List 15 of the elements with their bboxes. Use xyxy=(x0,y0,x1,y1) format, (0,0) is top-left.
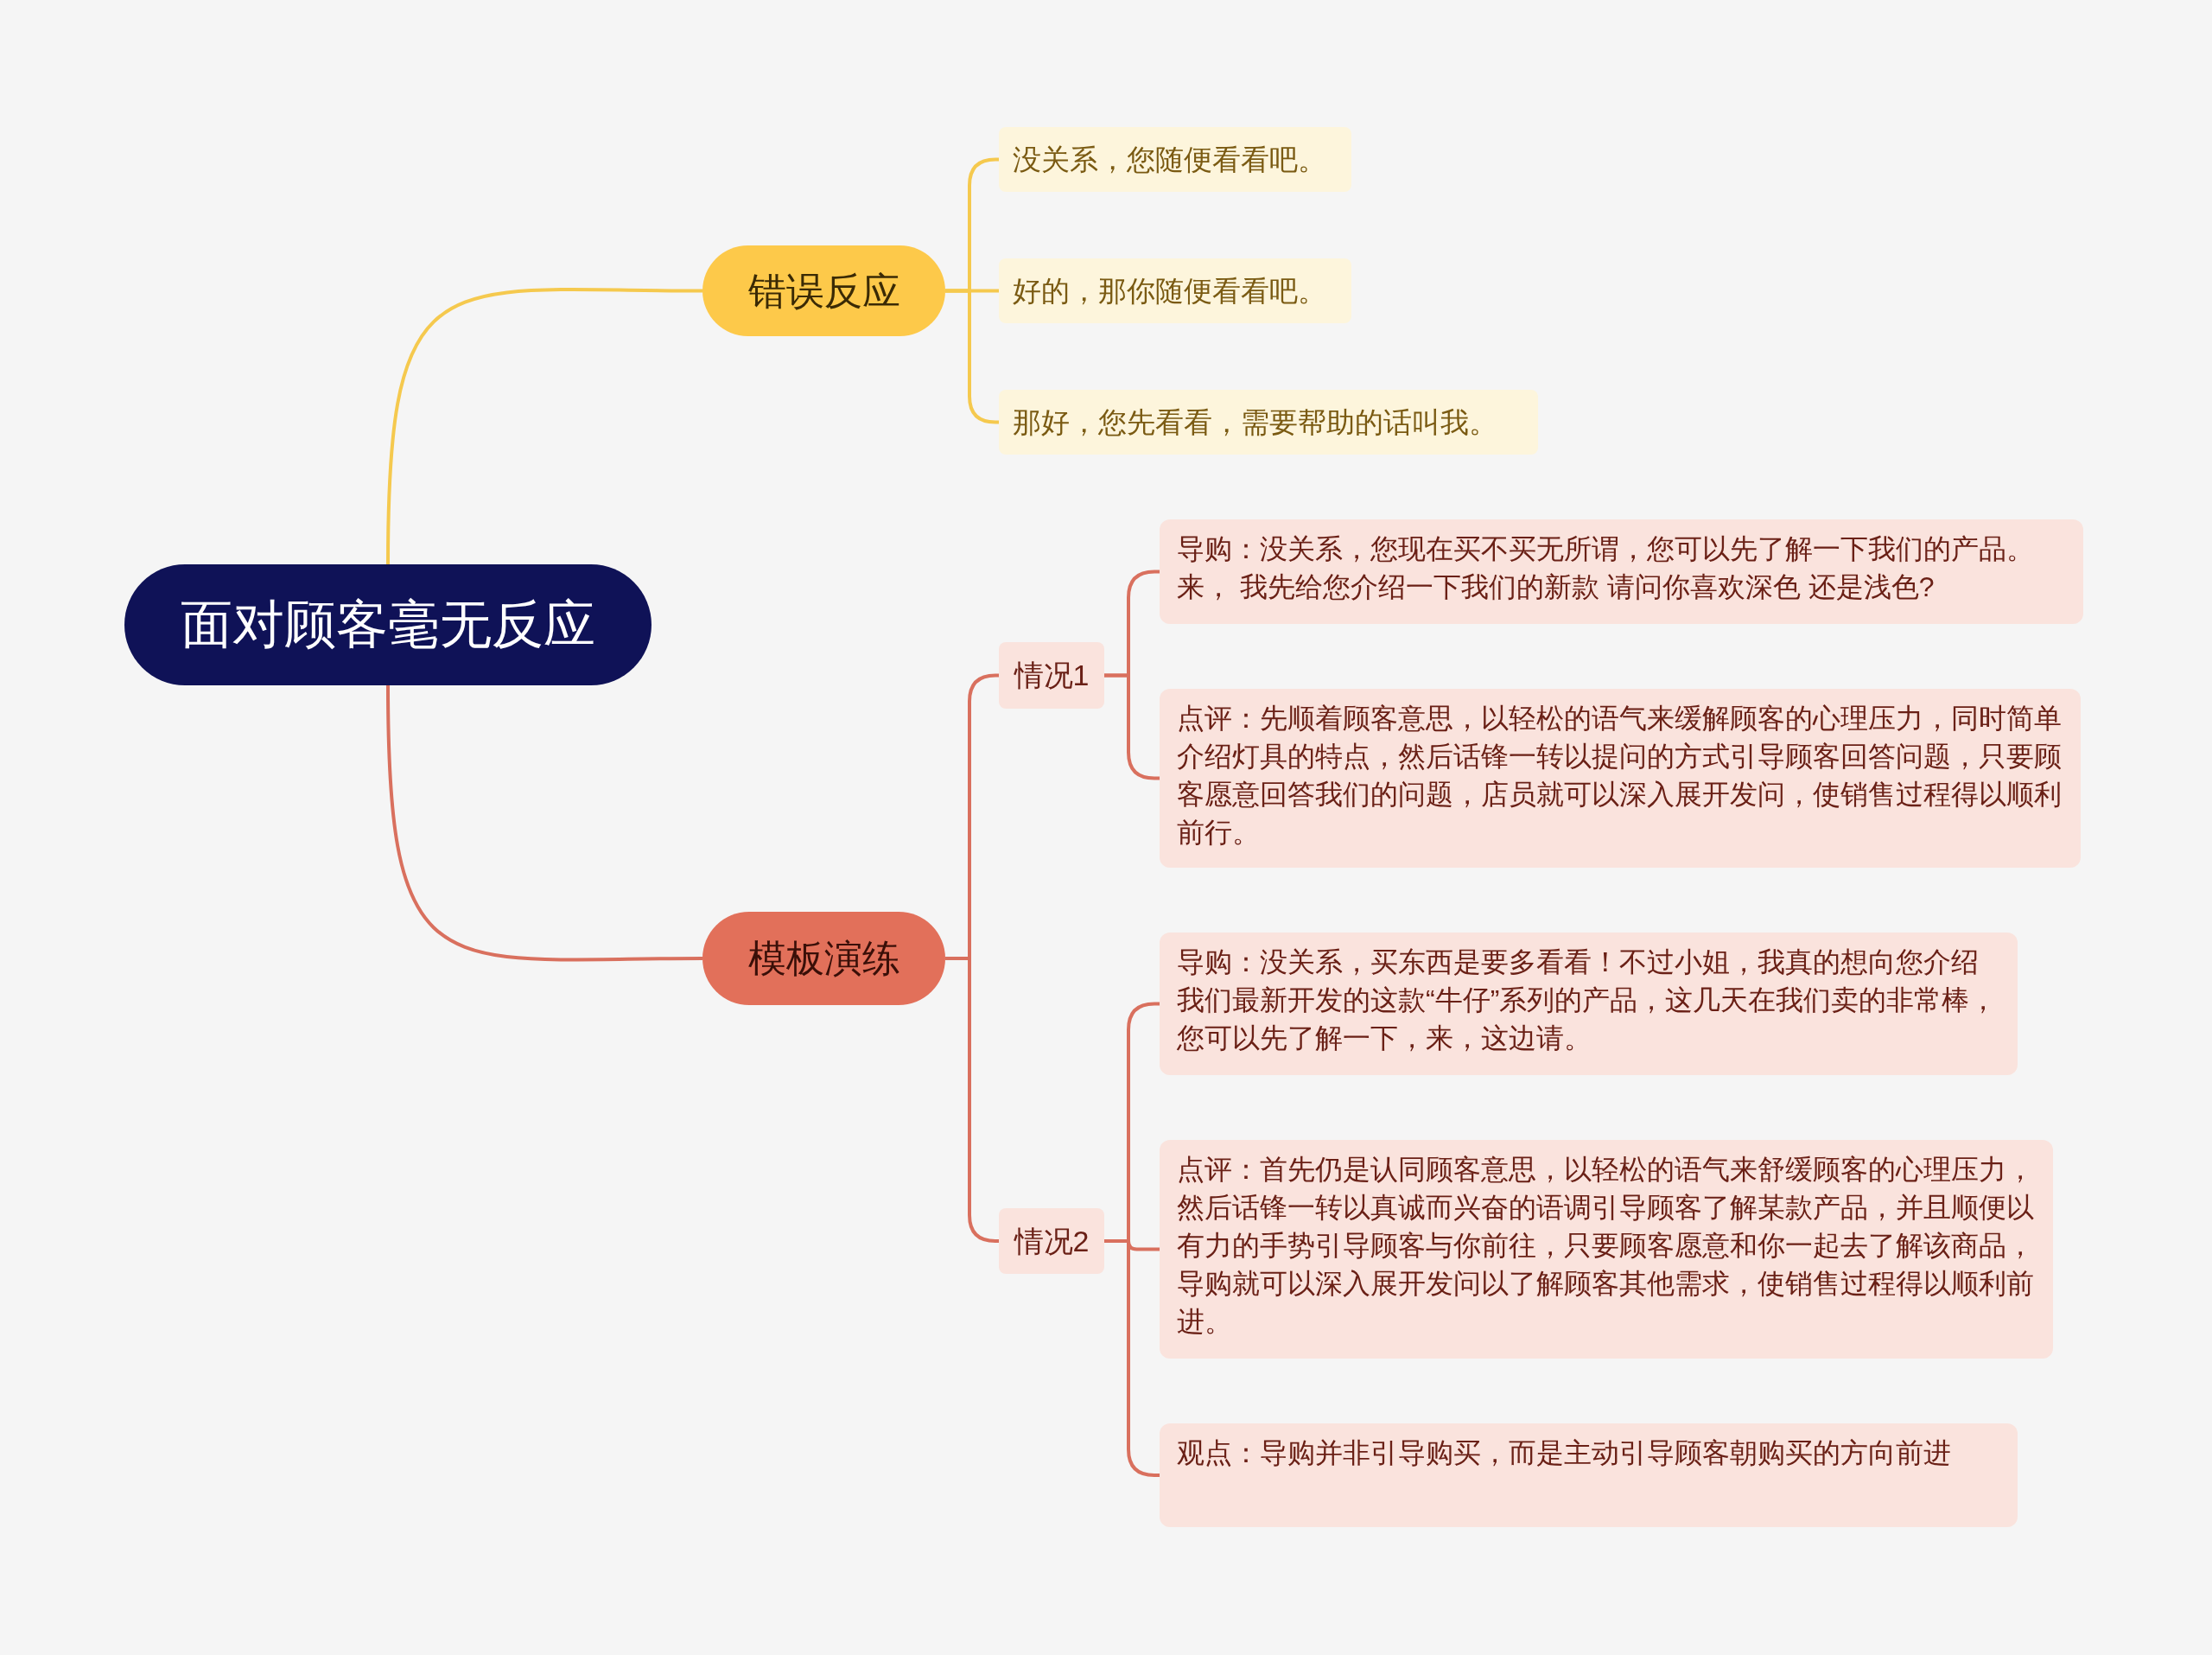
subtopic: 情况2 xyxy=(999,1208,1104,1274)
connector-line xyxy=(386,288,702,565)
subtopic: 情况1 xyxy=(999,642,1104,709)
root-topic: 面对顾客毫无反应 xyxy=(124,564,652,685)
leaf-topic: 点评：先顺着顾客意思，以轻松的语气来缓解顾客的心理压力，同时简单介绍灯具的特点，然后话锋一转以提问的方式引导顾客回答问题，只要顾客愿意回答我们的问题，店员就可以深入展开发问，使销售过程得以顺利前行。 xyxy=(1160,689,2081,868)
leaf-topic: 没关系，您随便看看吧。 xyxy=(999,127,1351,192)
branch-topic: 错误反应 xyxy=(702,245,945,336)
leaf-topic: 点评：首先仍是认同顾客意思，以轻松的语气来舒缓顾客的心理压力，然后话锋一转以真诚而兴奋的语调引导顾客了解某款产品，并且顺便以有力的手势引导顾客与你前往，只要顾客愿意和你一起去了解该商品，导购就可以深入展开发问以了解顾客其他需求，使销售过程得以顺利前进。 xyxy=(1160,1140,2053,1359)
branch-topic: 模板演练 xyxy=(702,912,945,1005)
leaf-topic: 那好，您先看看，需要帮助的话叫我。 xyxy=(999,390,1538,455)
leaf-topic: 导购：没关系，您现在买不买无所谓，您可以先了解一下我们的产品。来， 我先给您介绍一下我们的新款 请问你喜欢深色 还是浅色? xyxy=(1160,519,2083,624)
leaf-topic: 好的，那你随便看看吧。 xyxy=(999,258,1351,323)
leaf-topic: 导购：没关系，买东西是要多看看！不过小姐，我真的想向您介绍我们最新开发的这款“牛仔”系列的产品，这几天在我们卖的非常棒，您可以先了解一下，来，这边请。 xyxy=(1160,933,2018,1075)
connector-line xyxy=(386,684,702,962)
leaf-topic: 观点：导购并非引导购买，而是主动引导顾客朝购买的方向前进 xyxy=(1160,1423,2018,1527)
